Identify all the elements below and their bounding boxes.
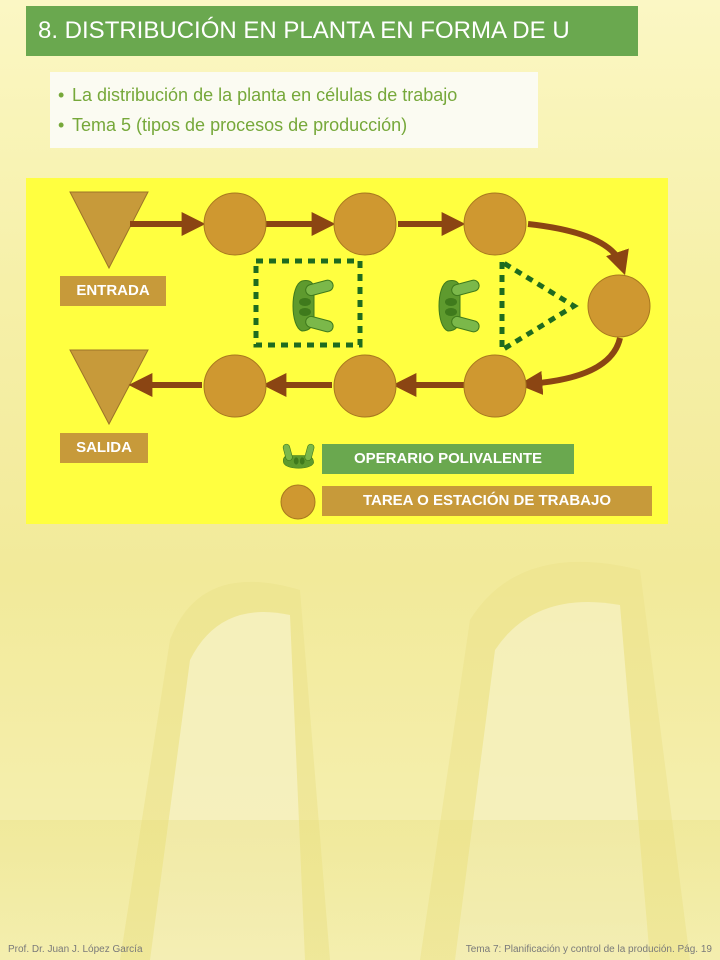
work-station [333,192,397,256]
footer-author: Prof. Dr. Juan J. López García [8,944,143,955]
legend-station-icon [280,484,316,520]
salida-label: SALIDA [60,433,148,463]
bullet-item: • Tema 5 (tipos de procesos de producción… [58,110,538,140]
bullet-dot: • [58,115,65,135]
legend-operario-label: OPERARIO POLIVALENTE [322,444,574,474]
work-station [587,274,651,338]
entrada-triangle [69,191,149,270]
diagram-canvas [69,191,651,520]
operator-icon [292,278,335,334]
bullet-dot: • [58,85,65,105]
flow-arrow [527,221,629,276]
salida-triangle [69,349,149,426]
work-station [333,354,397,418]
work-station [203,354,267,418]
bullet-text: La distribución de la planta en células … [72,85,458,105]
work-station [463,354,527,418]
legend-tarea-label: TAREA O ESTACIÓN DE TRABAJO [322,486,652,516]
flow-arrow [518,337,623,395]
bullet-text: Tema 5 (tipos de procesos de producción) [72,115,408,135]
operator-icon [438,278,481,334]
work-station [203,192,267,256]
entrada-label: ENTRADA [60,276,166,306]
work-cell-triangle [499,257,579,355]
legend-operator-icon [282,443,316,469]
work-station [463,192,527,256]
u-layout-diagram: ENTRADA SALIDA OPERARIO POLIVALENTE TARE… [26,178,668,524]
work-cell-square [253,258,363,348]
slide-title: 8. DISTRIBUCIÓN EN PLANTA EN FORMA DE U [26,6,638,56]
bullet-item: • La distribución de la planta en células… [58,80,538,110]
bullet-list: • La distribución de la planta en células… [50,72,538,148]
footer-page-info: Tema 7: Planificación y control de la pr… [465,944,712,955]
